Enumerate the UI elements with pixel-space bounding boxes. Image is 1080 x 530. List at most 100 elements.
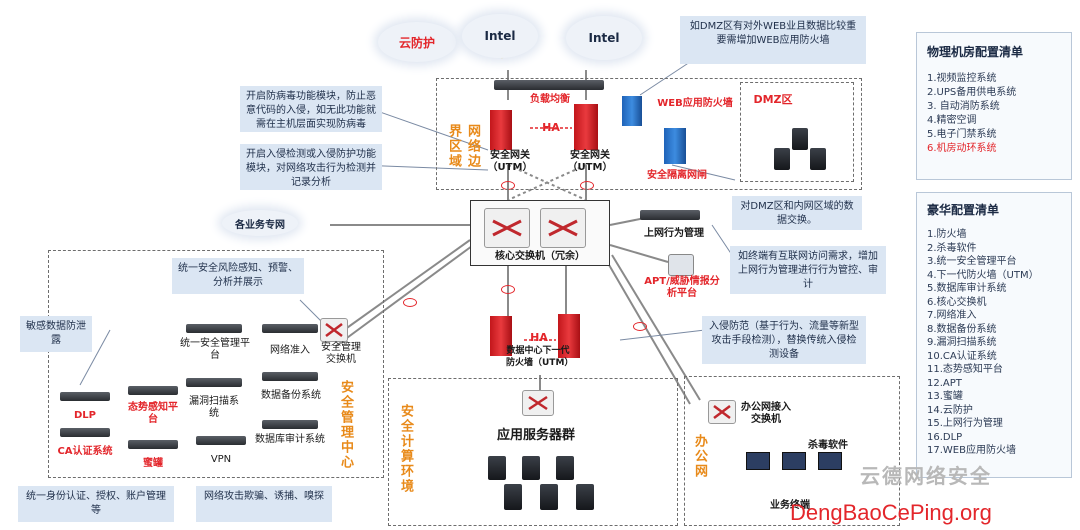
luxury-item: 17.WEB应用防火墙	[927, 445, 1016, 456]
antivirus-note: 开启防病毒功能模块，防止恶意代码的入侵，如无此功能就需在主机层面实现防病毒	[240, 86, 382, 132]
internet-cloud-left: Intel	[462, 14, 538, 58]
luxury-item: 3.统一安全管理平台	[927, 256, 1017, 267]
office-zone-label: 办公网	[692, 434, 707, 479]
utm-left-firewall	[490, 110, 512, 150]
luxury-item: 9.漏洞扫描系统	[927, 337, 997, 348]
app-switch	[522, 390, 554, 416]
scan-label: 漏洞扫描系统	[189, 396, 239, 419]
ngfw-left	[490, 316, 512, 356]
intel-label-right: Intel	[588, 31, 620, 45]
cloud-protection-label: 云防护	[398, 35, 435, 50]
office-switch	[708, 400, 736, 424]
isolation-label: 安全隔离网闸	[647, 170, 707, 181]
load-balancer	[494, 80, 604, 90]
luxury-item: 11.态势感知平台	[927, 364, 1003, 375]
physical-item: 5.电子门禁系统	[927, 129, 997, 140]
usm-label: 统一安全管理平台	[180, 338, 250, 361]
app-servers-label: 应用服务器群	[496, 428, 575, 443]
behavior-note: 如终端有互联网访问需求，增加上网行为管理进行行为管控、审计	[730, 246, 886, 294]
app-server	[504, 484, 522, 510]
scan-device	[186, 378, 242, 387]
terminal-monitor	[782, 452, 806, 470]
utm-right-firewall	[574, 104, 598, 150]
backup-device	[262, 372, 318, 381]
load-balancer-label: 负载均衡	[530, 94, 570, 105]
physical-config-panel: 物理机房配置清单 1.视频监控系统 2.UPS备用供电系统 3. 自动消防系统 …	[916, 32, 1072, 180]
luxury-item: 1.防火墙	[927, 229, 967, 240]
db-audit-device	[262, 420, 318, 429]
compute-zone	[388, 378, 678, 526]
vpn-label: VPN	[210, 454, 232, 465]
mgmt-switch-label: 安全管理交换机	[321, 342, 361, 365]
luxury-item: 2.杀毒软件	[927, 242, 977, 254]
luxury-item: 8.数据备份系统	[927, 323, 997, 335]
luxury-item: 7.网络准入	[927, 310, 977, 321]
luxury-item: 15.上网行为管理	[927, 418, 1003, 429]
dmz-server	[810, 148, 826, 170]
luxury-config-panel: 豪华配置清单 1.防火墙 2.杀毒软件 3.统一安全管理平台 4.下一代防火墙（…	[916, 192, 1072, 478]
management-zone	[48, 250, 384, 478]
dmz-zone	[740, 82, 854, 182]
nac-label: 网络准入	[270, 345, 310, 356]
luxury-item: 6.核心交换机	[927, 296, 987, 308]
utm-left-label: 安全网关（UTM）	[487, 150, 533, 173]
honeypot-label: 蜜罐	[143, 458, 163, 469]
business-network-cloud: 各业务专网	[222, 210, 298, 236]
internet-cloud-right: Intel	[566, 16, 642, 60]
physical-item: 6.机房动环系统	[927, 143, 997, 154]
watermark-url: DengBaoCePing.org	[790, 500, 992, 525]
dlp-device	[60, 392, 110, 401]
luxury-item: 5.数据库审计系统	[927, 283, 1007, 294]
app-server	[522, 456, 540, 480]
ha-compute-label: HA	[530, 331, 548, 344]
app-server	[488, 456, 506, 480]
app-server	[576, 484, 594, 510]
physical-item: 4.精密空调	[927, 115, 977, 126]
honeypot-device	[128, 440, 178, 449]
isolation-gateway	[664, 128, 686, 164]
utm-right-label: 安全网关（UTM）	[567, 150, 613, 173]
ngfw-right	[558, 314, 580, 358]
management-zone-label: 安全管理中心	[338, 380, 353, 470]
physical-item: 1.视频监控系统	[927, 73, 997, 84]
dmz-exchange-note: 对DMZ区和内网区域的数据交换。	[732, 196, 862, 230]
link-ring	[403, 298, 417, 307]
apt-device	[668, 254, 694, 276]
waf-label: WEB应用防火墙	[657, 98, 733, 109]
physical-item: 2.UPS备用供电系统	[927, 87, 1017, 98]
mgmt-switch	[320, 318, 348, 342]
cloud-protection: 云防护	[378, 22, 456, 62]
border-zone-label: 网络边界区域	[446, 124, 480, 169]
behavior-management	[640, 210, 700, 220]
apt-label: APT/威胁情报分析平台	[644, 276, 720, 299]
dmz-waf-note: 如DMZ区有对外WEB业且数据比较重要需增加WEB应用防火墙	[680, 16, 866, 64]
border-zone	[436, 78, 862, 190]
terminal-monitor	[746, 452, 770, 470]
physical-item: 3. 自动消防系统	[927, 101, 1000, 112]
behavior-label: 上网行为管理	[644, 228, 704, 239]
auth-note: 统一身份认证、授权、账户管理等	[18, 486, 174, 522]
dlp-label: DLP	[73, 410, 96, 421]
usm-device	[186, 324, 242, 333]
ids-note: 入侵防范（基于行为、流量等新型攻击手段检测），替换传统入侵检测设备	[702, 316, 866, 364]
waf-device	[622, 96, 642, 126]
dmz-server	[792, 128, 808, 150]
sensitive-note: 敏感数据防泄露	[20, 316, 92, 352]
core-switch-1	[484, 208, 530, 248]
db-audit-label: 数据库审计系统	[255, 434, 325, 445]
backup-label: 数据备份系统	[261, 390, 321, 401]
ca-label: CA认证系统	[57, 446, 113, 457]
luxury-item: 14.云防护	[927, 404, 973, 416]
app-server	[540, 484, 558, 510]
intel-label-left: Intel	[484, 29, 516, 43]
luxury-item: 13.蜜罐	[927, 391, 963, 402]
luxury-config-title: 豪华配置清单	[927, 203, 1000, 217]
risk-note: 统一安全风险感知、预警、分析并展示	[172, 258, 304, 294]
antivirus-label: 杀毒软件	[808, 440, 848, 451]
dmz-server	[774, 148, 790, 170]
vpn-device	[196, 436, 246, 445]
physical-config-title: 物理机房配置清单	[927, 45, 1024, 59]
office-switch-label: 办公网接入交换机	[741, 402, 791, 425]
terminal-label: 业务终端	[770, 500, 810, 511]
situation-label: 态势感知平台	[128, 402, 178, 425]
